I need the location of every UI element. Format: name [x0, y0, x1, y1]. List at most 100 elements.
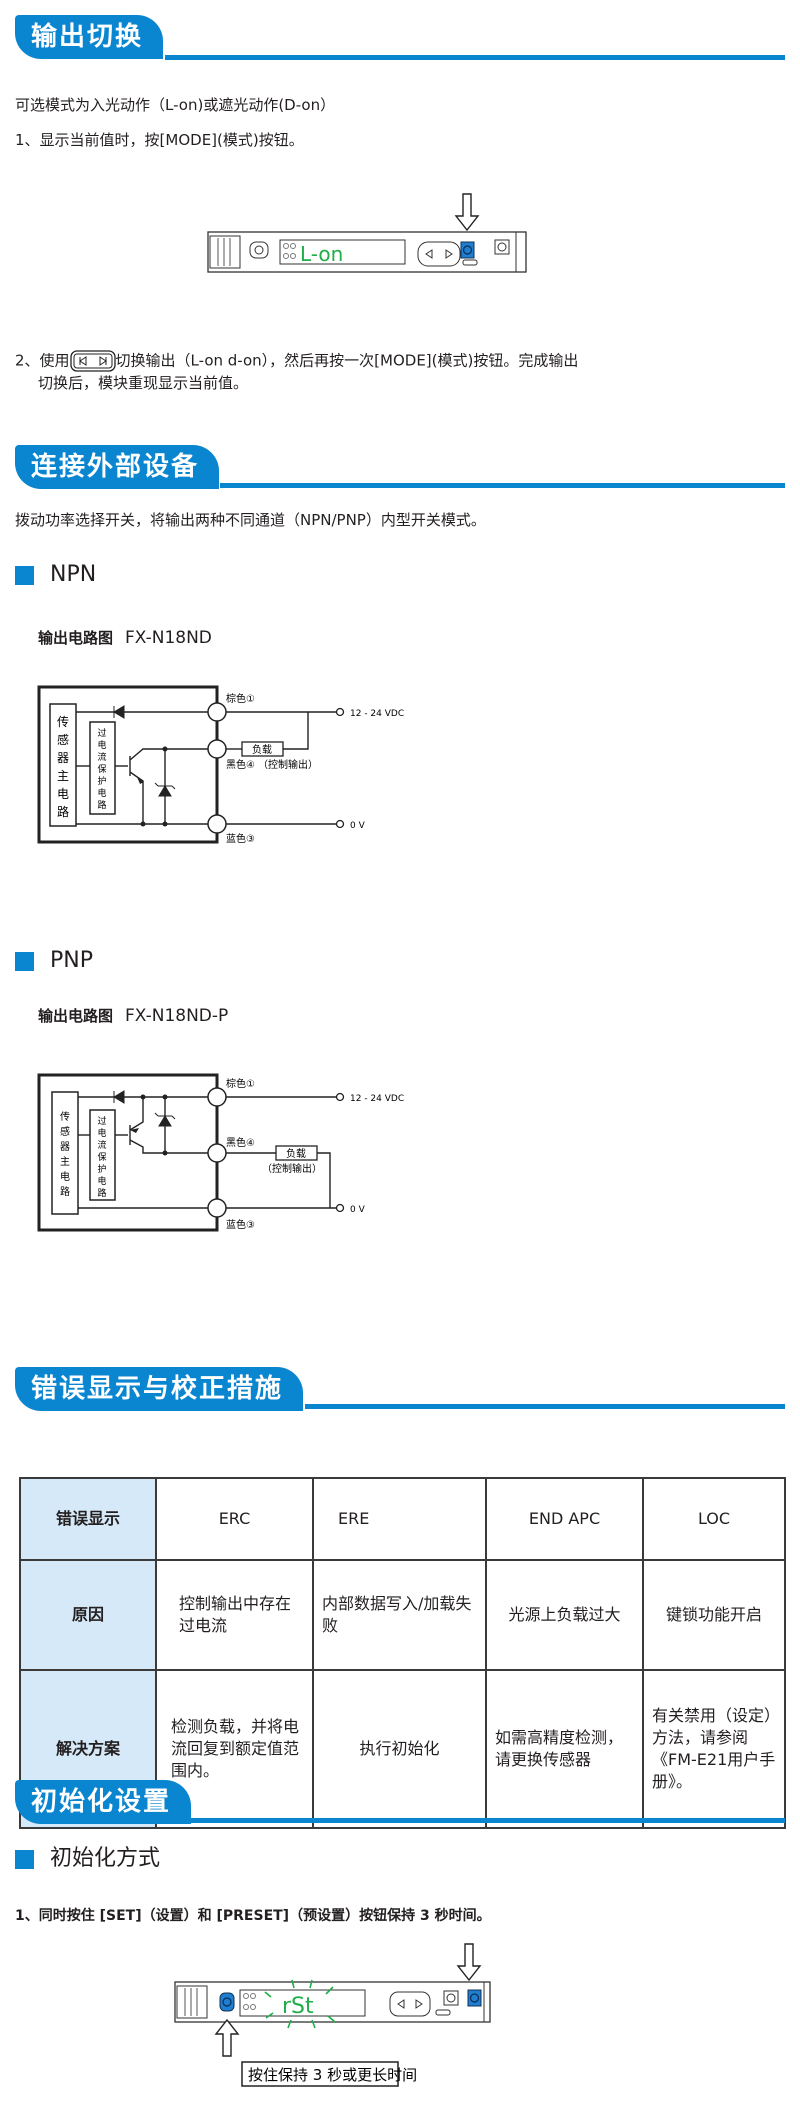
- diode-icon: [113, 705, 125, 719]
- svg-text:传: 传: [57, 714, 69, 729]
- transistor-arrow: [130, 1128, 139, 1133]
- terminal-black: [207, 739, 227, 759]
- init-step-1: 1、同时按住 [SET]（设置）和 [PRESET]（预设置）按钮保持 3 秒时…: [15, 1908, 491, 1924]
- arrow-keys-icon: [389, 1991, 431, 2017]
- arrow-keys-icon: [69, 350, 116, 372]
- svg-text:流: 流: [97, 1139, 106, 1151]
- table-cell: LOC: [642, 1477, 786, 1561]
- pnp-bullet: [15, 952, 34, 971]
- sensor-enclosure: [37, 685, 219, 844]
- pnp-caption: 输出电路图 FX-N18ND-P: [38, 1005, 228, 1027]
- set-button-icon: [249, 241, 269, 259]
- row-header: 原因: [19, 1559, 157, 1671]
- caption-label: 输出电路图: [38, 1007, 114, 1025]
- caption-label: 输出电路图: [38, 629, 114, 647]
- terminal-blue: [207, 814, 227, 834]
- device-connector: [209, 235, 241, 269]
- svg-text:器: 器: [60, 1141, 70, 1153]
- mode-button-highlighted: [460, 241, 475, 259]
- caption-model: FX-N18ND: [125, 628, 212, 648]
- preset-button-icon: [494, 239, 510, 255]
- sensor-device-illustration-reset: rSt 按住保持 3 秒或更长时间: [174, 1943, 491, 2087]
- overcurrent-protection-box: [89, 721, 116, 815]
- main-circuit-box: [49, 703, 77, 827]
- svg-text:护: 护: [97, 775, 106, 787]
- svg-text:路: 路: [60, 1185, 70, 1198]
- row-header: 错误显示: [19, 1477, 157, 1561]
- svg-text:主: 主: [57, 769, 69, 783]
- transistor-arrow: [137, 777, 144, 784]
- device-display-window: [279, 239, 406, 265]
- table-cell: 键锁功能开启: [642, 1559, 786, 1671]
- label-0v: 0 V: [350, 1205, 366, 1215]
- section-divider: [220, 483, 785, 488]
- zener-diode-icon: [154, 1112, 176, 1127]
- svg-text:电: 电: [57, 787, 69, 801]
- svg-text:流: 流: [97, 751, 106, 763]
- zener-diode-icon: [154, 782, 176, 797]
- mode-button-icon: [443, 1990, 459, 2006]
- table-cell: 内部数据写入/加载失败: [312, 1559, 487, 1671]
- label-blue: 蓝色③: [226, 1218, 255, 1231]
- section-divider: [305, 1404, 785, 1409]
- section-header-init: 初始化设置: [15, 1780, 785, 1824]
- table-cell: 执行初始化: [312, 1669, 487, 1829]
- svg-text:电: 电: [60, 1170, 70, 1183]
- svg-text:过: 过: [97, 727, 106, 739]
- table-cell: 有关禁用（设定）方法，请参阅《FM-E21用户手册》。: [642, 1669, 786, 1829]
- npn-caption: 输出电路图 FX-N18ND: [38, 627, 212, 649]
- connect-intro: 拨动功率选择开关，将输出两种不同通道（NPN/PNP）内型开关模式。: [15, 511, 486, 529]
- label-brown: 棕色①: [226, 1077, 255, 1090]
- svg-text:电: 电: [97, 787, 106, 799]
- label-supply: 12 - 24 VDC: [350, 709, 404, 719]
- svg-text:保: 保: [97, 1151, 106, 1163]
- label-control-output: （控制输出）: [262, 1162, 322, 1175]
- section-title: 输出切换: [15, 15, 164, 59]
- terminal-supply: [335, 1092, 345, 1102]
- step-2-suffix: 切换输出（L-on d-on），然后再按一次[MODE](模式)按钮。完成输出: [115, 351, 579, 370]
- device-connector: [176, 1985, 208, 2019]
- down-arrow-icon: [454, 193, 480, 232]
- arrow-keys-icon: [417, 241, 461, 267]
- down-arrow-icon: [456, 1943, 482, 1982]
- section-header-connect: 连接外部设备: [15, 445, 785, 489]
- table-cell: ERC: [155, 1477, 314, 1561]
- section-header-output-switch: 输出切换: [15, 15, 785, 60]
- set-button-highlighted: [219, 1992, 235, 2012]
- up-arrow-icon: [214, 2018, 240, 2057]
- terminal-blue: [207, 1198, 227, 1218]
- blink-rays: [264, 1979, 336, 2029]
- svg-text:路: 路: [57, 804, 69, 819]
- init-bullet: [15, 1850, 34, 1869]
- load-label: 负载: [252, 743, 272, 756]
- svg-text:电: 电: [97, 1127, 106, 1139]
- svg-text:传: 传: [60, 1111, 70, 1123]
- table-row: 错误显示 ERC ERE END APC LOC: [19, 1477, 786, 1561]
- terminal-brown: [207, 702, 227, 722]
- terminal-0v: [335, 1203, 345, 1213]
- section-title: 连接外部设备: [15, 445, 220, 489]
- sel-switch: [462, 259, 478, 266]
- svg-text:主: 主: [60, 1156, 70, 1168]
- label-black: 黑色④: [226, 758, 255, 771]
- caption-model: FX-N18ND-P: [125, 1006, 229, 1026]
- sensor-device-illustration: L-on: [207, 193, 527, 273]
- section-title: 初始化设置: [15, 1780, 192, 1824]
- table-cell: ERE: [312, 1477, 487, 1561]
- error-table: 错误显示 ERC ERE END APC LOC 原因 控制输出中存在过电流 内…: [19, 1477, 786, 1829]
- section-title: 错误显示与校正措施: [15, 1367, 304, 1411]
- terminal-black: [207, 1143, 227, 1163]
- step-2-prefix: 2、使用: [15, 351, 70, 370]
- main-circuit-label: 传 感 器 主 电 路: [57, 714, 69, 819]
- label-brown: 棕色①: [226, 692, 255, 705]
- svg-text:感: 感: [57, 732, 69, 747]
- load-box: [241, 741, 284, 757]
- main-circuit-label: 传 感 器 主 电 路: [60, 1111, 70, 1198]
- table-row: 原因 控制输出中存在过电流 内部数据写入/加载失败 光源上负载过大 键锁功能开启: [19, 1559, 786, 1671]
- step-1-text: 1、显示当前值时，按[MODE](模式)按钮。: [15, 131, 304, 149]
- svg-text:路: 路: [97, 799, 106, 811]
- init-subtitle: 初始化方式: [50, 1846, 161, 1871]
- device-display-window: [239, 1989, 366, 2017]
- step-2-text-line2: 切换后，模块重现显示当前值。: [38, 374, 249, 392]
- section-divider: [190, 1818, 785, 1823]
